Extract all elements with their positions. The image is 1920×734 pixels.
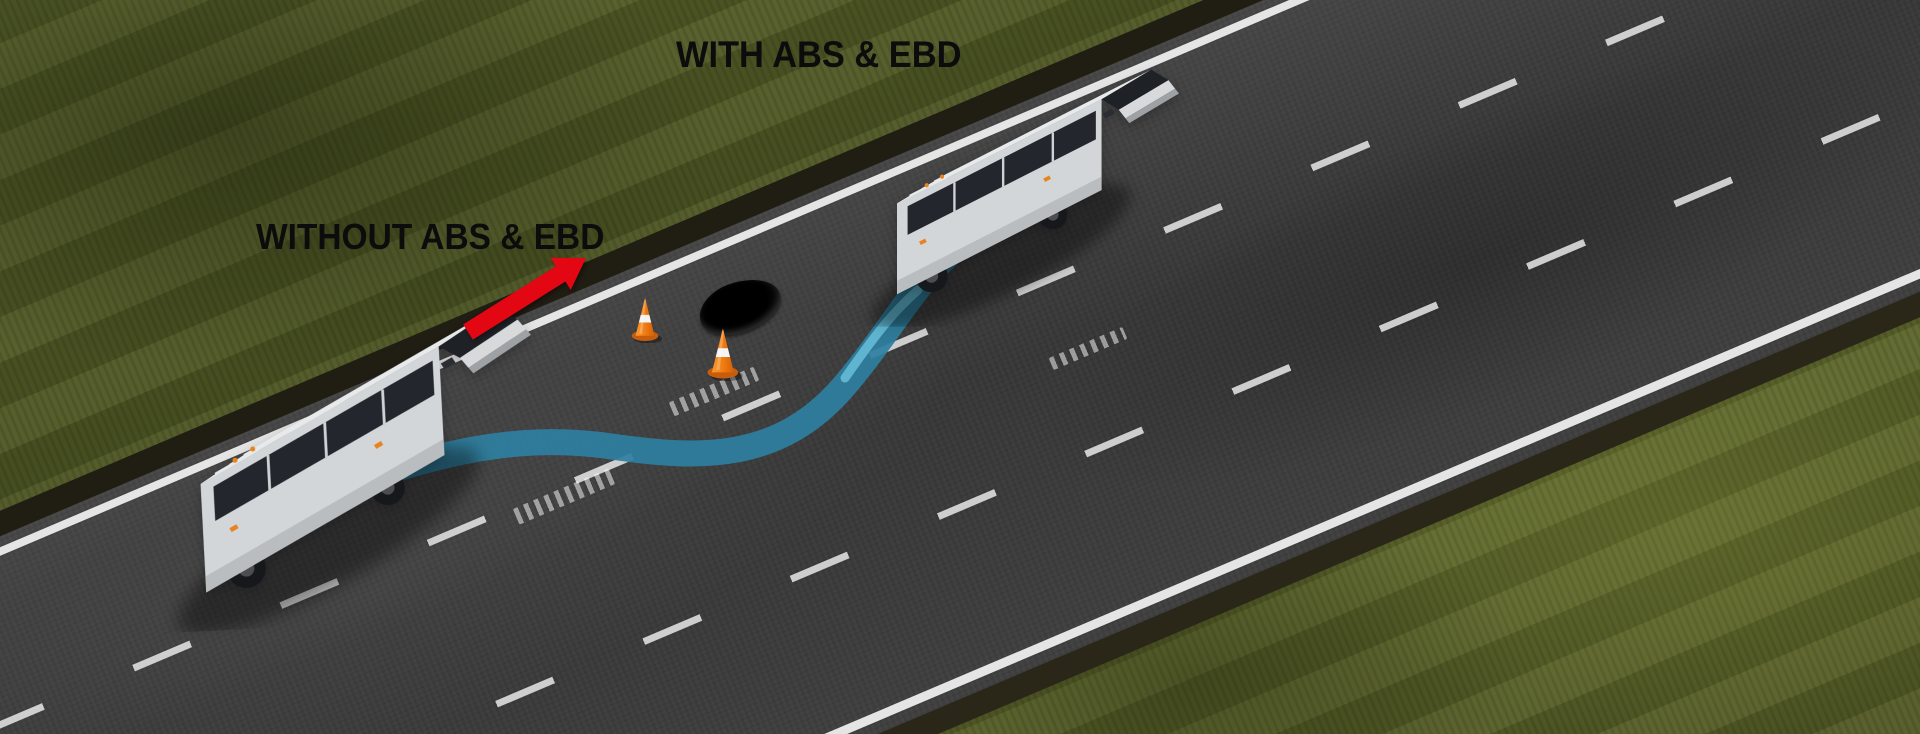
label-without-abs: WITHOUT ABS & EBD bbox=[256, 216, 605, 257]
traffic-cone-shape bbox=[708, 328, 743, 381]
van-shape bbox=[144, 306, 547, 634]
traffic-cone-icon bbox=[702, 324, 746, 381]
label-with-abs: WITH ABS & EBD bbox=[676, 34, 962, 75]
van-without-abs bbox=[141, 269, 570, 633]
van-shape bbox=[857, 70, 1179, 327]
van-with-abs bbox=[856, 40, 1200, 327]
traffic-cone-shape bbox=[632, 298, 662, 344]
traffic-cone-icon bbox=[627, 294, 665, 343]
